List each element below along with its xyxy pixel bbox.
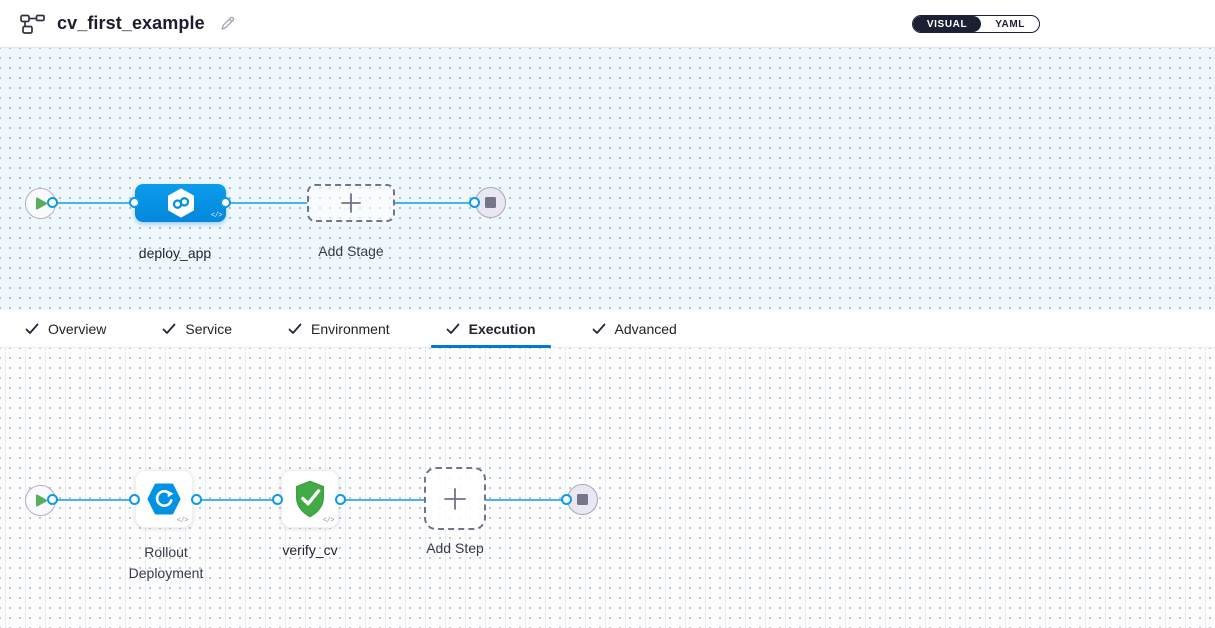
visual-toggle-button[interactable]: VISUAL <box>912 16 982 32</box>
pipeline-icon <box>19 13 45 35</box>
add-stage-button[interactable] <box>307 184 395 222</box>
connector-line <box>341 499 426 501</box>
connector-dot <box>272 494 283 505</box>
code-glyph: </> <box>210 212 223 220</box>
plus-icon <box>444 487 466 510</box>
connector-dot <box>561 494 572 505</box>
connector-dot <box>220 197 231 208</box>
code-glyph: </> <box>176 517 189 525</box>
connector-dot <box>129 494 140 505</box>
stage-config-tabs: Overview Service Environment Execution A… <box>0 310 1215 348</box>
connector-dot <box>47 494 58 505</box>
connector-dot <box>335 494 346 505</box>
tab-label: Overview <box>48 320 107 337</box>
connector-dot <box>129 197 140 208</box>
stage-label: deploy_app <box>138 245 212 261</box>
connector-line <box>224 202 308 204</box>
check-icon <box>288 323 302 335</box>
yaml-toggle-button[interactable]: YAML <box>995 18 1025 30</box>
execution-canvas[interactable]: </> </> Rollout Deployment verify_cv Add… <box>0 348 1215 628</box>
play-icon <box>35 494 47 507</box>
step-node-verify-cv[interactable]: </> <box>281 470 339 528</box>
check-icon <box>592 323 606 335</box>
connector-dot <box>191 494 202 505</box>
stage-canvas[interactable]: </> deploy_app Add Stage <box>0 48 1215 310</box>
header-bar: cv_first_example VISUAL YAML <box>0 0 1215 48</box>
check-icon <box>25 323 39 335</box>
stop-icon <box>485 197 496 208</box>
step-label: verify_cv <box>282 542 338 558</box>
plus-icon <box>341 193 361 213</box>
edit-pencil-icon[interactable] <box>219 15 236 32</box>
connector-line <box>485 499 568 501</box>
connector-line <box>53 202 137 204</box>
connector-line <box>53 499 137 501</box>
tab-overview[interactable]: Overview <box>25 310 106 348</box>
connector-line <box>394 202 476 204</box>
connector-line <box>196 499 280 501</box>
pipeline-title: cv_first_example <box>57 13 205 33</box>
pipeline-end-node[interactable] <box>475 187 506 218</box>
add-step-button[interactable] <box>424 467 486 530</box>
tab-label: Environment <box>311 320 390 337</box>
view-mode-toggle: VISUAL YAML <box>911 15 1040 33</box>
stop-icon <box>577 494 588 505</box>
step-node-rollout-deployment[interactable]: </> <box>135 470 193 528</box>
tab-advanced[interactable]: Advanced <box>592 310 677 348</box>
tab-label: Service <box>185 320 233 337</box>
code-glyph: </> <box>322 517 335 525</box>
rollout-icon <box>147 483 181 515</box>
tab-execution[interactable]: Execution <box>430 310 551 348</box>
check-icon <box>162 323 176 335</box>
tab-label: Execution <box>468 320 536 337</box>
tab-label: Advanced <box>614 320 677 337</box>
add-stage-label: Add Stage <box>318 243 384 259</box>
connector-dot <box>47 197 58 208</box>
tab-environment[interactable]: Environment <box>288 310 390 348</box>
execution-end-node[interactable] <box>567 484 598 515</box>
add-step-label: Add Step <box>426 540 484 556</box>
play-icon <box>35 197 47 210</box>
shield-check-icon <box>295 480 325 518</box>
check-icon <box>446 323 460 335</box>
stage-node-deploy-app[interactable]: </> <box>135 184 226 222</box>
tab-service[interactable]: Service <box>162 310 232 348</box>
step-label: Rollout Deployment <box>128 544 204 581</box>
cd-hexagon-icon <box>167 188 194 218</box>
connector-dot <box>469 197 480 208</box>
